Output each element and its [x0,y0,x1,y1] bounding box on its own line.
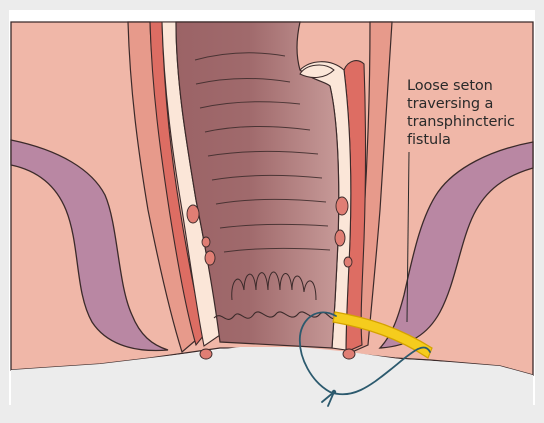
seton-knot [332,390,336,394]
annotation-line-1: Loose seton [407,77,493,95]
annotation-line-2: traversing a [407,95,493,113]
annotation-line-3: transphincteric [407,113,515,131]
annotation-line-4: fistula [407,131,451,149]
